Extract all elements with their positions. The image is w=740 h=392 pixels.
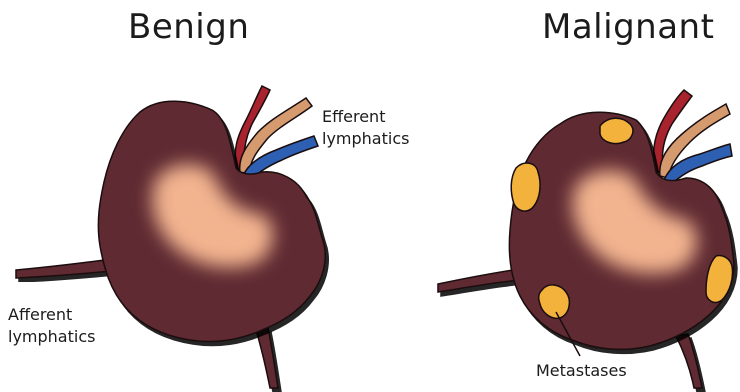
efferent-label-line2: lymphatics [322, 128, 409, 150]
benign-efferent-vessels [235, 86, 318, 180]
metastasis-left [511, 163, 540, 211]
afferent-label-line1: Afferent [8, 304, 95, 326]
metastasis-top [600, 118, 633, 143]
malignant-node [438, 90, 734, 388]
benign-afferent-vessel-bottom [256, 328, 278, 388]
afferent-label-line2: lymphatics [8, 326, 95, 348]
efferent-label: Efferent lymphatics [322, 106, 409, 150]
malignant-afferent-vessel-bottom [676, 334, 702, 388]
afferent-label: Afferent lymphatics [8, 304, 95, 348]
malignant-efferent-vessels [654, 90, 732, 184]
efferent-label-line1: Efferent [322, 106, 409, 128]
metastases-label: Metastases [536, 360, 627, 382]
